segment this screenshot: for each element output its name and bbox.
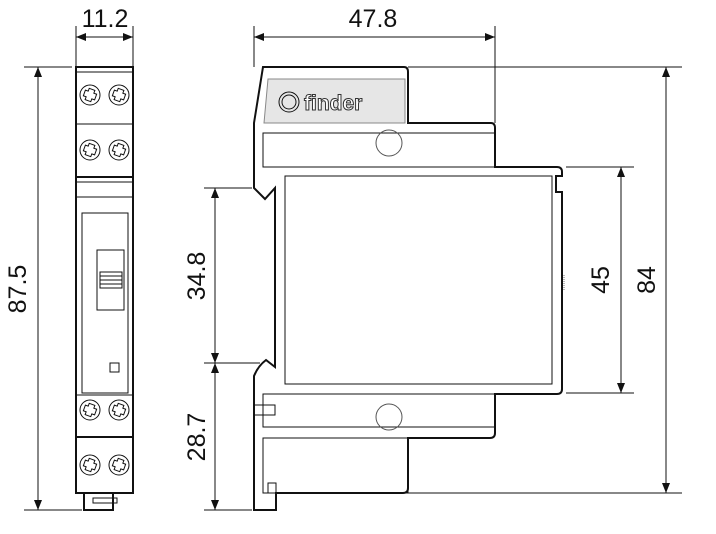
screw-terminal xyxy=(79,84,130,106)
dim-label-side-height: 84 xyxy=(633,266,661,294)
screw-terminal xyxy=(79,399,130,421)
front-panel xyxy=(81,212,129,394)
dim-label-front-height: 87.5 xyxy=(4,265,32,314)
dim-label-rail-width: 45 xyxy=(587,266,615,294)
dim-label-depth: 47.8 xyxy=(349,5,398,33)
rivet xyxy=(375,129,403,157)
selector-switch xyxy=(96,249,125,311)
dim-label-rail-height: 34.8 xyxy=(183,252,211,301)
dimension-lines: 11.2 47.8 87.5 34.8 28.7 45 84 xyxy=(4,5,682,511)
logo-panel xyxy=(263,78,406,124)
side-body xyxy=(253,66,563,511)
brand-logo-text: finder xyxy=(304,92,362,115)
dim-label-rail-bottom: 28.7 xyxy=(183,413,211,462)
front-cover xyxy=(284,175,553,385)
screw-terminal xyxy=(79,139,130,161)
led-indicator xyxy=(109,362,120,373)
front-view xyxy=(75,66,134,511)
din-clip xyxy=(83,493,114,511)
side-view: finder xyxy=(253,66,565,511)
front-body xyxy=(75,66,134,494)
dim-label-front-width: 11.2 xyxy=(82,5,129,33)
screw-terminal xyxy=(79,454,130,476)
finder-logo-icon xyxy=(278,91,300,113)
rivet xyxy=(375,403,403,431)
